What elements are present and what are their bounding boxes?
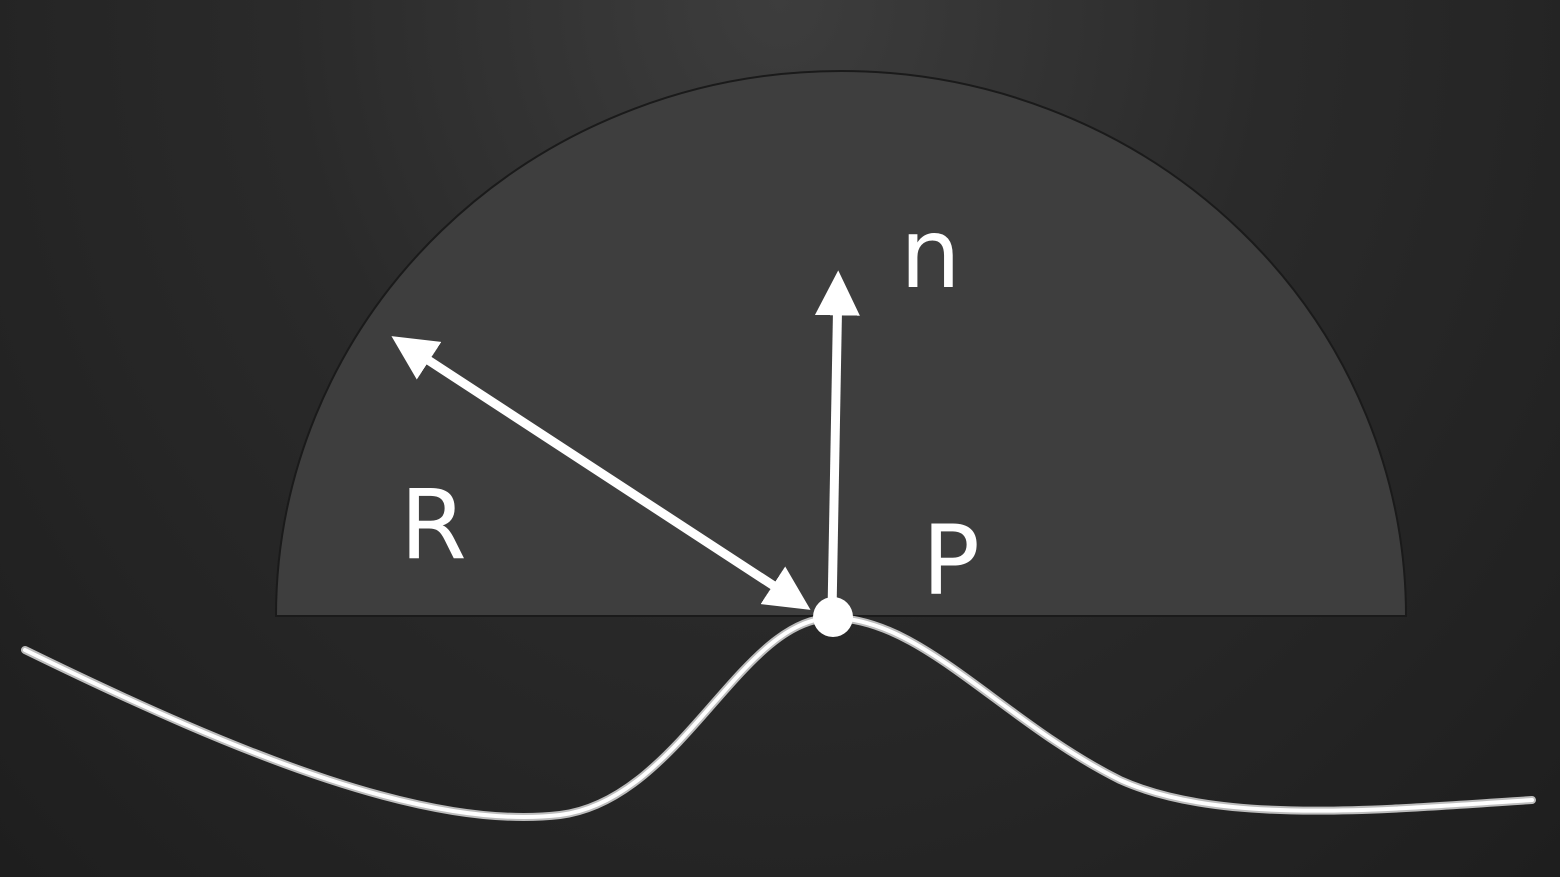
normal-label: n (900, 198, 961, 310)
point-label: P (922, 505, 980, 617)
normal-vector-arrow (814, 270, 860, 613)
radius-vector-arrow (391, 336, 811, 610)
point-p-dot (813, 597, 853, 637)
surface-curve-highlight (23, 615, 1534, 820)
radius-label: R (400, 469, 467, 581)
surface-curve (21, 613, 1536, 822)
